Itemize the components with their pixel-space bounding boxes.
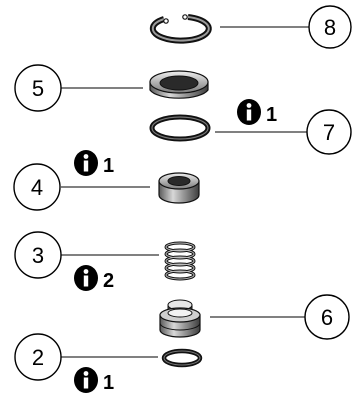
part-spring <box>164 241 196 281</box>
callout-number: 5 <box>32 76 44 101</box>
info-icon <box>237 99 261 125</box>
part-o-ring-large <box>149 114 211 142</box>
part-bearing <box>158 172 200 204</box>
callout-5: 5 <box>14 64 62 112</box>
callout-4: 4 <box>13 163 61 211</box>
callout-number: 8 <box>324 15 336 40</box>
info-icon <box>74 367 98 393</box>
callout-number: 6 <box>321 305 333 330</box>
callout-8: 8 <box>308 5 352 49</box>
quantity-marker-7: 1 <box>237 99 277 126</box>
quantity-value: 2 <box>103 270 114 292</box>
callout-number: 2 <box>32 345 44 370</box>
info-icon <box>74 265 98 291</box>
callout-7: 7 <box>306 109 352 155</box>
callout-number: 7 <box>323 120 335 145</box>
callout-number: 3 <box>32 243 44 268</box>
part-o-ring-small <box>161 348 203 368</box>
quantity-marker-3: 2 <box>74 265 114 292</box>
quantity-value: 1 <box>103 155 114 177</box>
info-icon <box>74 150 98 176</box>
callout-number: 4 <box>31 175 43 200</box>
quantity-value: 1 <box>266 104 277 126</box>
part-seal-cup <box>149 70 209 99</box>
quantity-value: 1 <box>103 372 114 394</box>
callout-3: 3 <box>14 231 62 279</box>
part-seal-body <box>159 299 201 338</box>
quantity-marker-2: 1 <box>74 367 114 394</box>
callout-6: 6 <box>304 294 350 340</box>
part-snap-ring <box>149 14 212 44</box>
callout-2: 2 <box>14 333 62 381</box>
quantity-marker-4: 1 <box>74 150 114 177</box>
